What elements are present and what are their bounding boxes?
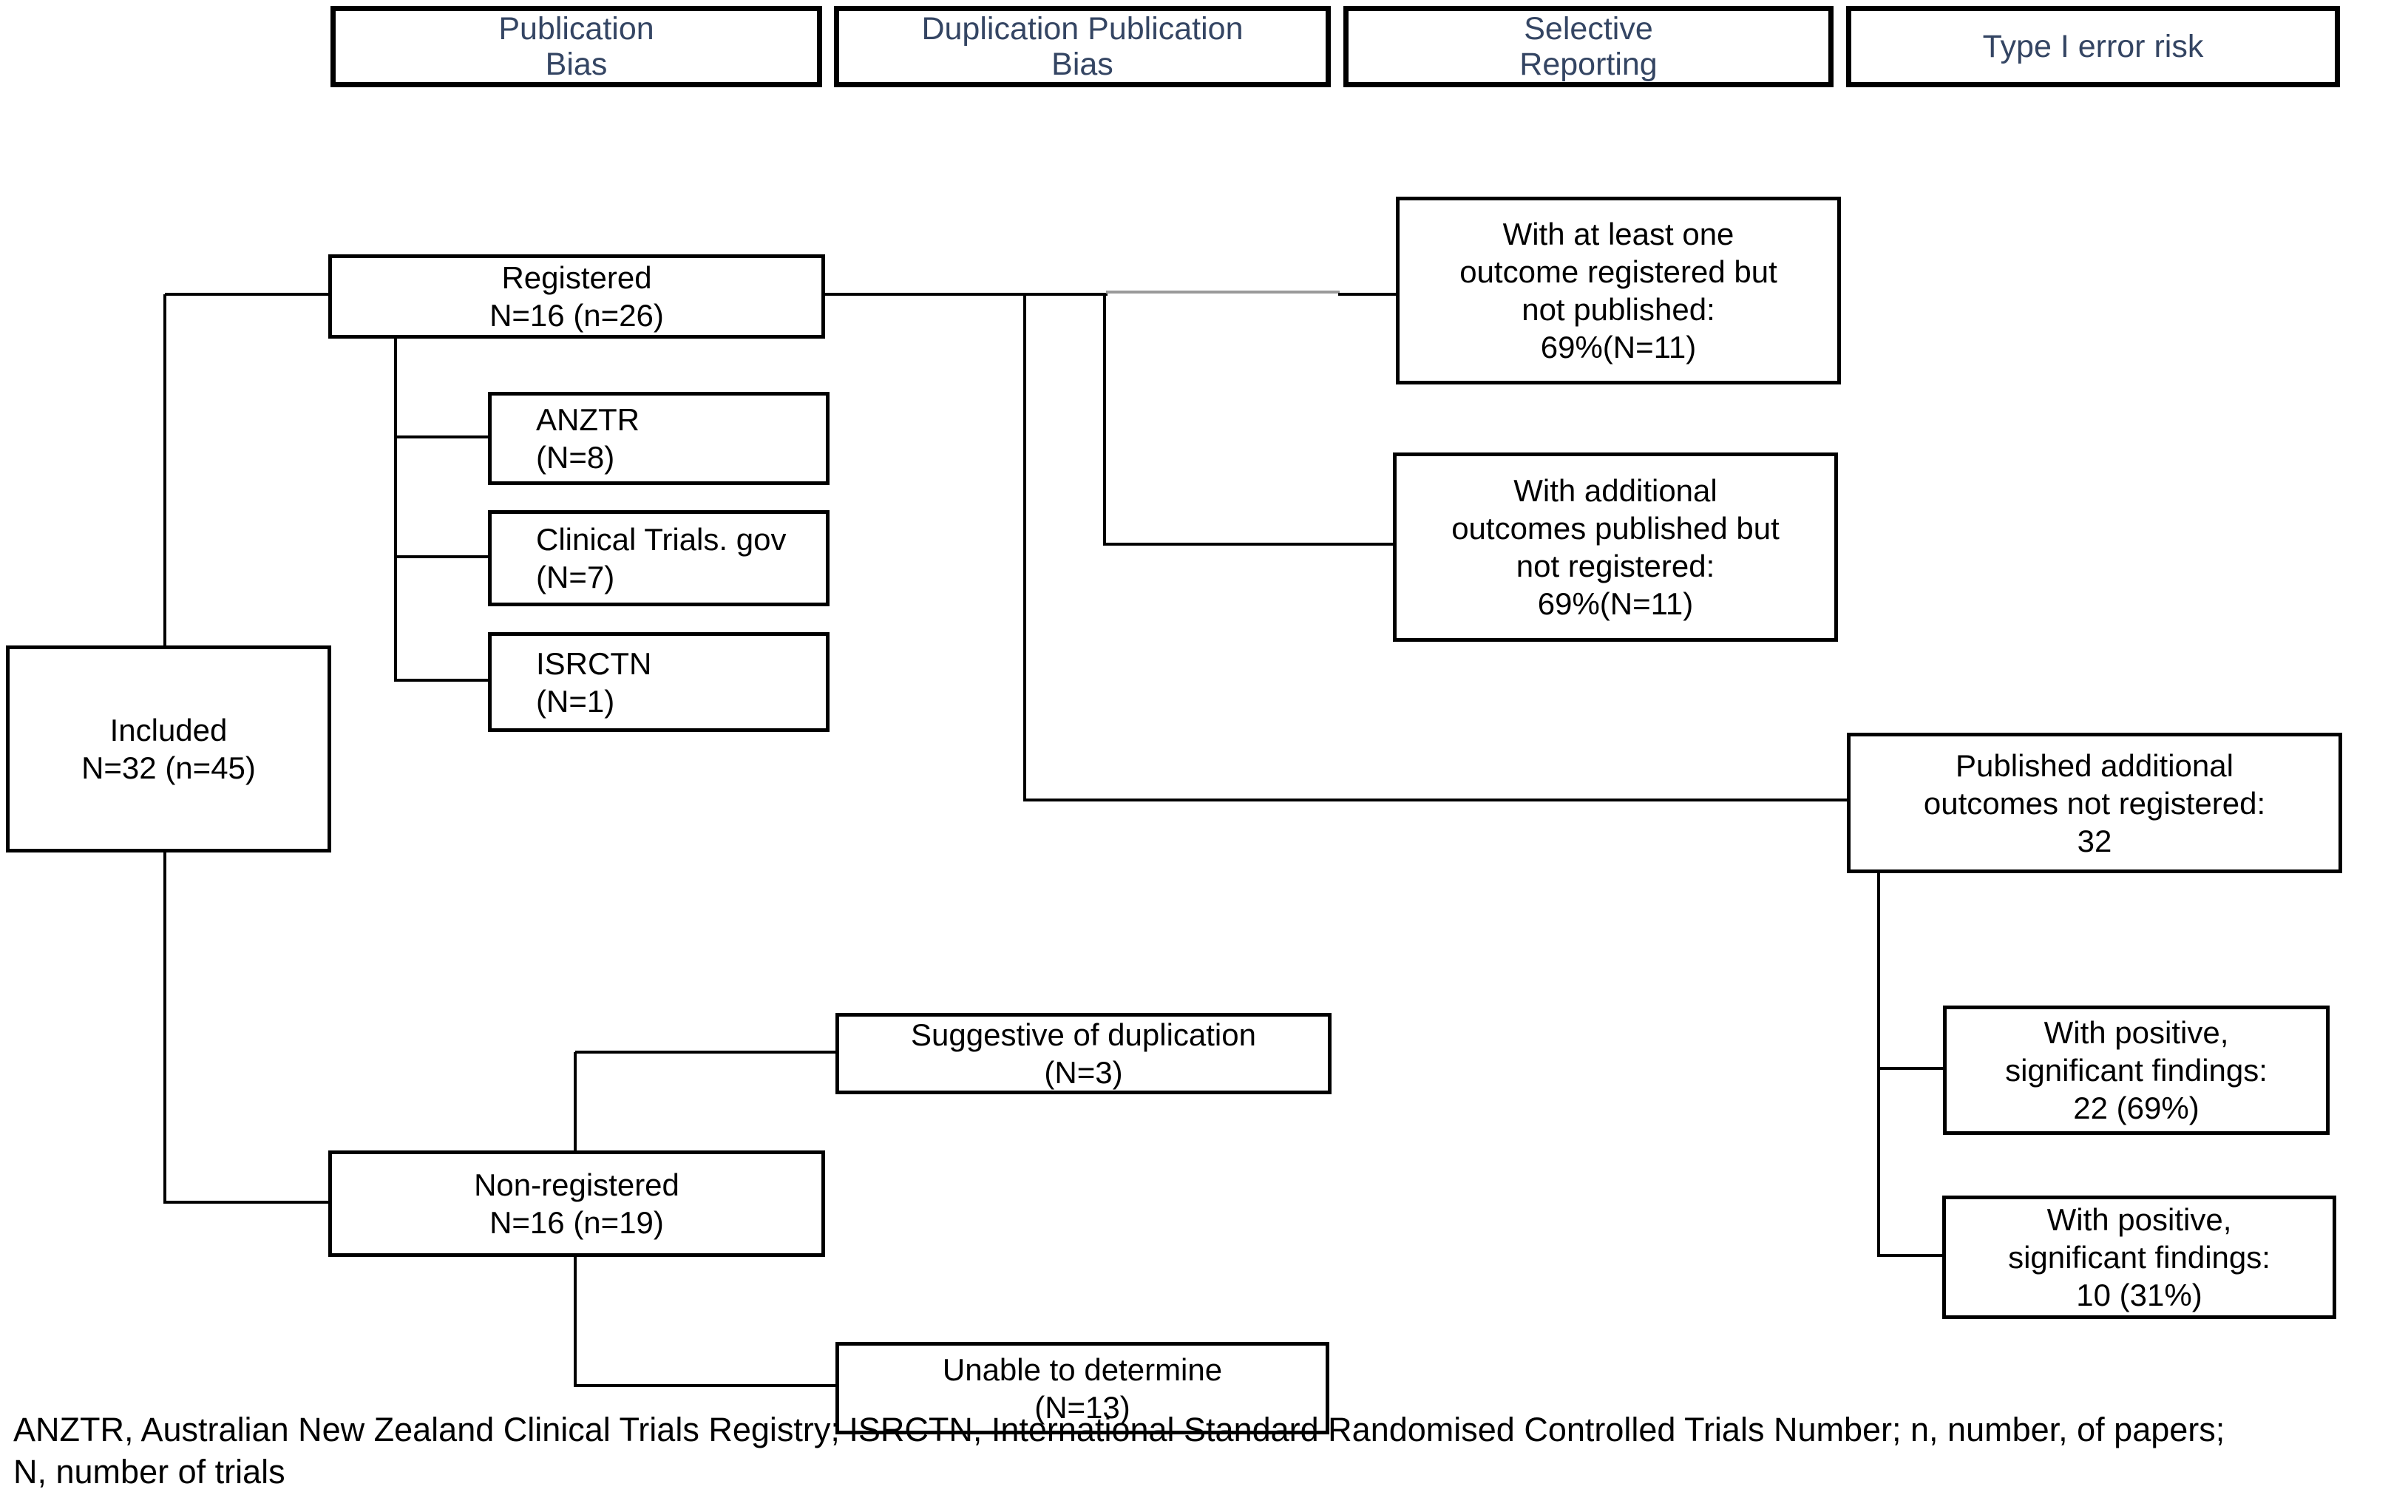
- node-registered: Registered N=16 (n=26): [328, 254, 825, 339]
- connector-nonregistered-up-vertical: [574, 1052, 577, 1150]
- connector-to-published-horizontal: [1025, 799, 1847, 801]
- connector-included-down-vertical: [163, 852, 166, 1204]
- connector-nonregistered-down-vertical: [574, 1257, 577, 1387]
- node-suggestive-of-duplication: Suggestive of duplication (N=3): [835, 1013, 1332, 1094]
- connector-stub-isrctn: [396, 679, 488, 682]
- node-published-additional-not-registered: Published additional outcomes not regist…: [1847, 733, 2342, 873]
- footnote: ANZTR, Australian New Zealand Clinical T…: [13, 1411, 2225, 1491]
- column-header-publication-bias: Publication Bias: [330, 6, 822, 87]
- connector-to-additional-vertical: [1103, 294, 1106, 546]
- connector-stub-anztr: [396, 435, 488, 438]
- node-anztr: ANZTR (N=8): [488, 392, 830, 485]
- connector-to-published-vertical: [1023, 294, 1026, 801]
- connector-registered-horizontal-faded: [1106, 291, 1340, 294]
- node-positive-significant-22: With positive, significant findings: 22 …: [1943, 1006, 2330, 1135]
- node-unable-to-determine: Unable to determine (N=13): [835, 1342, 1329, 1434]
- connector-included-to-nonregistered: [165, 1201, 328, 1204]
- connector-stub-positive22: [1879, 1067, 1943, 1070]
- connector-published-branch-vertical: [1877, 873, 1880, 1257]
- node-non-registered: Non-registered N=16 (n=19): [328, 1150, 825, 1257]
- node-clinicaltrials-gov: Clinical Trials. gov (N=7): [488, 510, 830, 606]
- connector-included-to-registered: [165, 293, 328, 296]
- node-outcome-registered-not-published: With at least one outcome registered but…: [1396, 197, 1841, 384]
- connector-included-up-vertical: [163, 294, 166, 647]
- column-header-duplication-publication-bias: Duplication Publication Bias: [834, 6, 1331, 87]
- column-header-selective-reporting: Selective Reporting: [1343, 6, 1834, 87]
- connector-to-additional-horizontal: [1105, 543, 1393, 546]
- connector-stub-positive10: [1879, 1254, 1942, 1257]
- connector-stub-clinicaltrialsgov: [396, 555, 488, 558]
- node-outcomes-published-not-registered: With additional outcomes published but n…: [1393, 452, 1838, 642]
- connector-registered-to-outcome-box: [825, 293, 1108, 296]
- connector-registered-horizontal-end: [1338, 293, 1396, 296]
- node-included: Included N=32 (n=45): [6, 645, 331, 852]
- column-header-type-i-error-risk: Type I error risk: [1846, 6, 2340, 87]
- connector-to-unable-horizontal: [575, 1384, 835, 1387]
- connector-to-suggestive-horizontal: [575, 1051, 835, 1054]
- node-positive-significant-10: With positive, significant findings: 10 …: [1942, 1196, 2336, 1319]
- node-isrctn: ISRCTN (N=1): [488, 632, 830, 732]
- connector-registry-branch-vertical: [394, 339, 397, 682]
